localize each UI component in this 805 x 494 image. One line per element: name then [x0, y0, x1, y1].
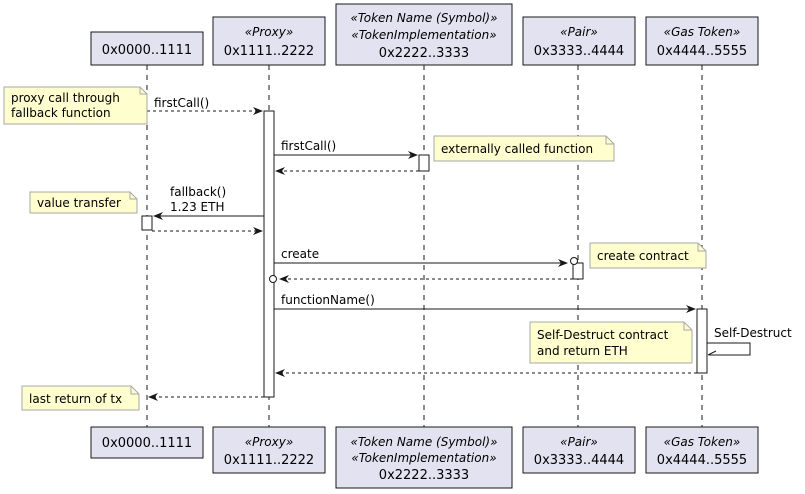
participant-p1-bottom: «Proxy» 0x1111..2222 — [212, 426, 326, 474]
participant-stereotype: «Pair» — [560, 25, 598, 39]
activation-p3 — [572, 262, 584, 280]
participant-p3-top: «Pair» 0x3333..4444 — [522, 16, 636, 66]
note-text: create contract — [597, 249, 689, 263]
message-m1: firstCall() — [147, 96, 263, 115]
message-m7 — [269, 275, 573, 283]
activation-p4 — [696, 308, 708, 374]
activation-p0 — [141, 215, 153, 231]
message-m6: create — [274, 247, 578, 267]
note-text: proxy call through — [11, 91, 120, 105]
participant-stereotype: «Gas Token» — [664, 435, 741, 449]
participant-p2-bottom: «Token Name (Symbol)» «TokenImplementati… — [335, 426, 513, 489]
participant-name: 0x3333..4444 — [534, 44, 624, 59]
participant-name: 0x0000..1111 — [102, 43, 192, 58]
participant-p3-bottom: «Pair» 0x3333..4444 — [522, 426, 636, 474]
note-n6: last return of tx — [21, 385, 140, 411]
note-text: last return of tx — [29, 392, 122, 406]
participant-name: 0x2222..3333 — [379, 468, 469, 483]
participant-p0-top: 0x0000..1111 — [90, 31, 204, 66]
message-label: create — [281, 247, 319, 261]
participant-stereotype: «Proxy» — [245, 435, 294, 449]
create-circle-icon — [570, 257, 578, 265]
message-label: functionName() — [281, 293, 375, 307]
participant-stereotype: «Token Name (Symbol)» — [350, 11, 497, 25]
note-text-2: fallback function — [11, 106, 111, 120]
message-label: firstCall() — [281, 139, 336, 153]
participant-stereotype-2: «TokenImplementation» — [351, 28, 496, 42]
message-label: fallback() — [170, 185, 226, 199]
message-label: Self-Destruct — [714, 326, 792, 340]
note-n5: Self-Destruct contract and return ETH — [529, 321, 693, 364]
note-n4: create contract — [589, 242, 707, 269]
activation-p1 — [263, 110, 275, 398]
participant-p2-top: «Token Name (Symbol)» «TokenImplementati… — [335, 3, 513, 66]
message-m9: Self-Destruct — [707, 326, 792, 356]
message-m2: firstCall() — [274, 139, 418, 159]
participant-stereotype: «Pair» — [560, 435, 598, 449]
participant-p1-top: «Proxy» 0x1111..2222 — [212, 16, 326, 66]
activations — [141, 110, 708, 398]
message-label-2: 1.23 ETH — [170, 200, 224, 214]
participant-p4-bottom: «Gas Token» 0x4444..5555 — [645, 426, 759, 474]
participant-stereotype: «Gas Token» — [664, 25, 741, 39]
note-text: externally called function — [441, 142, 593, 156]
participant-name: 0x1111..2222 — [224, 453, 314, 468]
participant-name: 0x2222..3333 — [379, 46, 469, 61]
note-text: value transfer — [37, 196, 121, 210]
return-circle-icon — [269, 275, 277, 283]
message-label: firstCall() — [154, 96, 209, 110]
participant-name: 0x1111..2222 — [224, 44, 314, 59]
participant-stereotype: «Token Name (Symbol)» — [350, 435, 497, 449]
participant-p4-top: «Gas Token» 0x4444..5555 — [645, 16, 759, 66]
note-n1: proxy call through fallback function — [3, 86, 148, 125]
note-text: Self-Destruct contract — [537, 328, 669, 342]
note-n2: externally called function — [433, 135, 615, 162]
participant-name: 0x4444..5555 — [657, 44, 747, 59]
participant-p0-bottom: 0x0000..1111 — [90, 426, 204, 459]
participant-name: 0x4444..5555 — [657, 453, 747, 468]
participant-stereotype-2: «TokenImplementation» — [351, 451, 496, 465]
note-n3: value transfer — [29, 191, 138, 214]
participant-name: 0x0000..1111 — [102, 436, 192, 451]
message-m8: functionName() — [274, 293, 696, 313]
message-m4: fallback() 1.23 ETH — [153, 185, 264, 220]
activation-p2 — [418, 154, 430, 172]
participant-stereotype: «Proxy» — [245, 25, 294, 39]
participant-name: 0x3333..4444 — [534, 453, 624, 468]
note-text-2: and return ETH — [537, 344, 628, 358]
